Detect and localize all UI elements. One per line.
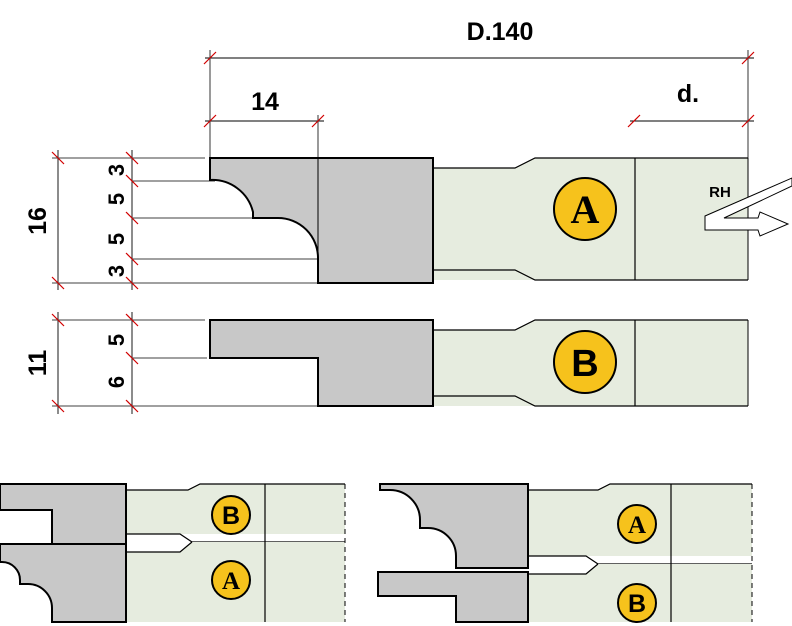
cutter-a-profile (209, 157, 434, 284)
bore-label: d. (677, 80, 699, 108)
height-dimension-a: 16 3 5 5 3 (24, 150, 318, 290)
overall-diameter-label: D.140 (467, 18, 534, 46)
assembly-right-top-label: A (628, 512, 646, 539)
cutter-b-profile (209, 319, 434, 407)
cutter-b-badge: B (553, 330, 617, 394)
cutter-b-label: B (571, 343, 598, 385)
cutter-a-side-view (209, 157, 749, 284)
height-b-label: 11 (24, 350, 52, 377)
b-step-1: 5 (104, 334, 129, 346)
assembly-a-over-b: A B (377, 483, 753, 623)
b-step-2: 6 (104, 376, 129, 388)
assembly-right-bottom-label: B (628, 590, 646, 618)
rotation-arrow: RH (704, 177, 792, 237)
profile-depth-label: 14 (251, 88, 279, 116)
arrow-icon (704, 177, 792, 237)
dimension-bore: d. (627, 80, 755, 128)
assembly-left-bottom-label: A (222, 568, 240, 595)
cutter-a-badge: A (553, 177, 617, 241)
a-step-2: 5 (104, 193, 129, 205)
cutter-b-side-view (209, 319, 749, 407)
height-dimension-b: 11 5 6 (24, 312, 318, 414)
assembly-b-over-a: B A (0, 483, 346, 623)
a-step-1: 3 (104, 164, 129, 176)
assembly-left-top-label: B (222, 502, 240, 530)
a-step-4: 3 (104, 265, 129, 277)
dimension-overall: D.140 (203, 18, 755, 158)
rotation-label: RH (709, 184, 731, 201)
cutter-a-label: A (571, 187, 600, 232)
height-a-label: 16 (24, 207, 52, 235)
a-step-3: 5 (104, 233, 129, 245)
